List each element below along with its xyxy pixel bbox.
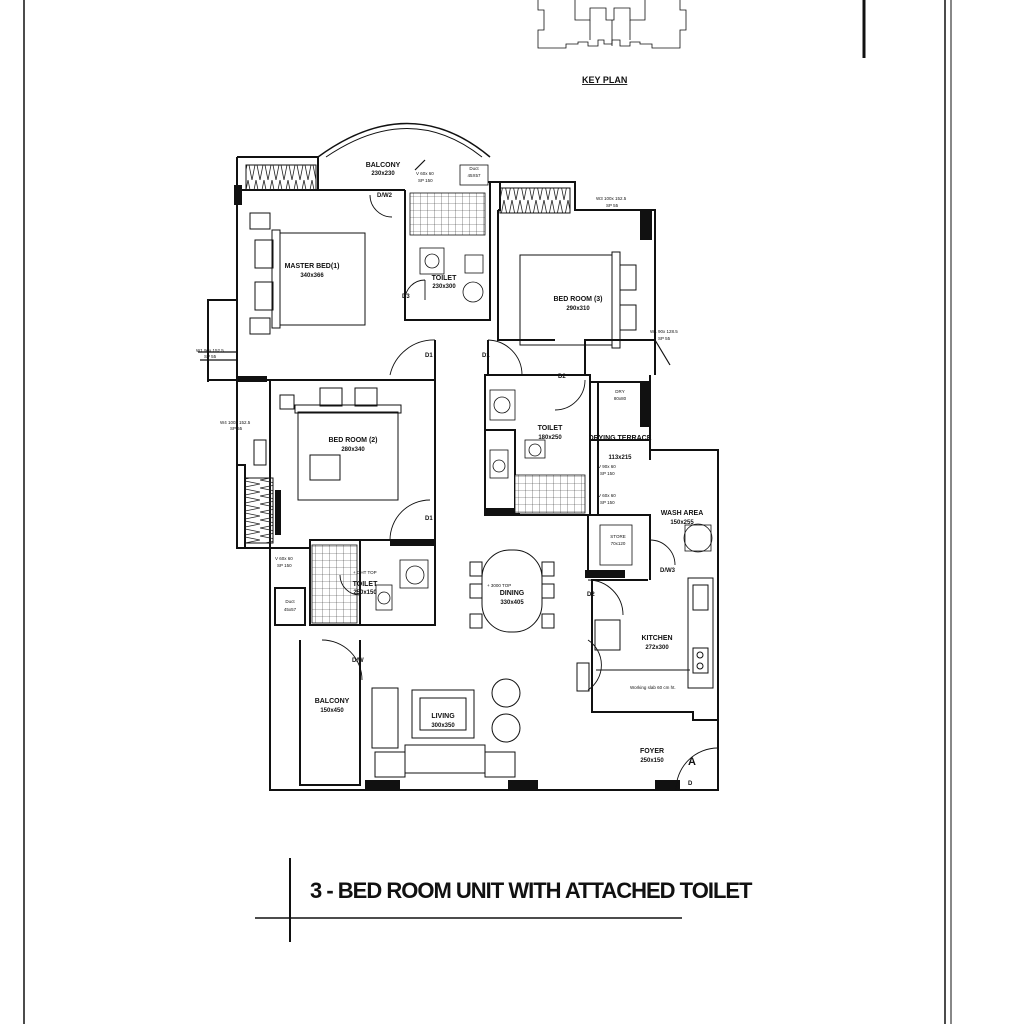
window-w3-top: W3 100x 152.5 xyxy=(596,196,627,201)
window-v-terrace-sill: SP 150 xyxy=(600,471,615,476)
kitchen-size: 272x300 xyxy=(645,645,669,651)
duct-left-label: Duct xyxy=(285,599,295,604)
master-bed-label: MASTER BED(1) xyxy=(285,263,340,270)
foyer-size: 250x150 xyxy=(640,758,664,764)
duct-top-size: 45X57 xyxy=(467,173,481,178)
floor-plan xyxy=(198,122,719,791)
window-w1-left-sill: SP 55 xyxy=(204,354,217,359)
duct-top-label: Duct xyxy=(469,166,479,171)
note-ot-a: + OHT TOP xyxy=(353,570,377,575)
bed-room-2-size: 280x340 xyxy=(341,447,365,453)
dry-size: 80x80 xyxy=(614,396,627,401)
toilet-common-size: 250x150 xyxy=(353,590,377,596)
store-size: 70x120 xyxy=(611,541,626,546)
window-v-top: V 60x 60 xyxy=(416,171,434,176)
door-main: D xyxy=(688,781,693,787)
room-labels: BALCONY 230x230 Duct 45X57 MASTER BED(1)… xyxy=(284,162,703,764)
balcony-left-label: BALCONY xyxy=(315,698,350,705)
window-w1-right-sill: SP 55 xyxy=(658,336,671,341)
window-v-common: V 60x 60 xyxy=(275,556,293,561)
living-label: LIVING xyxy=(431,713,455,720)
door-dw-b: D/W xyxy=(352,658,364,664)
door-d1-a: D1 xyxy=(425,353,433,359)
beds xyxy=(249,212,637,501)
door-d2-b: D2 xyxy=(587,592,595,598)
window-w4-left: W4 100x 152.5 xyxy=(220,420,251,425)
wardrobe-master xyxy=(245,164,317,191)
wash-area-size: 150x255 xyxy=(670,520,694,526)
toilet-common-label: TOILET xyxy=(353,581,378,588)
bed-room-3-size: 290x310 xyxy=(566,306,590,312)
window-v-common-sill: SP 150 xyxy=(277,563,292,568)
drying-terrace-size: 113x215 xyxy=(608,455,632,461)
door-dw-c: D/W3 xyxy=(660,568,676,574)
toilet-mid-size: 180x250 xyxy=(538,435,562,441)
drawing-title: 3 - BED ROOM UNIT WITH ATTACHED TOILET xyxy=(310,878,753,903)
toilet-master-label: TOILET xyxy=(432,275,457,282)
duct-left-size: 45x57 xyxy=(284,607,297,612)
drying-terrace-label: DRYING TERRACE xyxy=(589,435,652,442)
door-d3: D3 xyxy=(402,294,410,300)
toilet-mid-label: TOILET xyxy=(538,425,563,432)
balcony-left-size: 150x450 xyxy=(320,708,344,714)
door-dw-a: D/W2 xyxy=(377,193,393,199)
columns xyxy=(234,185,680,789)
window-marks xyxy=(198,159,671,366)
window-w4-left-sill: SP 55 xyxy=(230,426,243,431)
window-w1-right: W1 90x 128.5 xyxy=(650,329,678,334)
note-ot-b: + 3000 TOP xyxy=(487,583,511,588)
window-w1-left: W1 90x 152.5 xyxy=(196,348,224,353)
balcony-top-label: BALCONY xyxy=(366,162,401,169)
living-size: 300x350 xyxy=(431,723,455,729)
balcony-top-size: 230x230 xyxy=(371,171,395,177)
toilet-fixtures xyxy=(375,247,713,611)
wardrobe-bed2 xyxy=(244,477,274,544)
door-d2-a: D2 xyxy=(558,374,566,380)
living-furniture xyxy=(371,662,590,778)
bed-room-3-label: BED ROOM (3) xyxy=(554,296,603,303)
kitchen-label: KITCHEN xyxy=(641,635,672,642)
foyer-label: FOYER xyxy=(640,748,664,755)
window-v-top-sill: SP 150 xyxy=(418,178,433,183)
master-bed-size: 340x366 xyxy=(300,273,324,279)
store-label: STORE xyxy=(610,534,625,539)
window-v-terrace: V 90x 60 xyxy=(598,464,616,469)
dry-label: DRY xyxy=(615,389,624,394)
door-d1-c: D1 xyxy=(425,516,433,522)
title-block: 3 - BED ROOM UNIT WITH ATTACHED TOILET xyxy=(255,858,754,942)
section-marker: A xyxy=(688,756,696,768)
key-plan-label: KEY PLAN xyxy=(582,75,627,85)
dining-size: 330x405 xyxy=(500,600,524,606)
dining-table xyxy=(469,549,555,633)
kitchen-counters xyxy=(594,577,714,689)
door-d1-b: D1 xyxy=(482,353,490,359)
toilet-master-size: 230x300 xyxy=(432,284,456,290)
wash-area-label: WASH AREA xyxy=(661,510,704,517)
note-worktop: Working slab 60 cm ht. xyxy=(630,685,676,690)
window-w3-top-sill: SP 55 xyxy=(606,203,619,208)
tiled-floors xyxy=(311,164,586,624)
key-plan: KEY PLAN xyxy=(537,0,687,85)
window-v-wash-sill: SP 150 xyxy=(600,500,615,505)
door-labels: D1 D1 D1 D2 D2 D3 D/W2 D/W D/W3 D A xyxy=(352,193,696,787)
notes: + OHT TOP + 3000 TOP Working slab 60 cm … xyxy=(353,570,676,690)
dining-label: DINING xyxy=(500,590,525,597)
sheet-frame xyxy=(23,0,952,1024)
window-labels: W1 90x 152.5 SP 55 W4 100x 152.5 SP 55 W… xyxy=(196,171,678,568)
walls xyxy=(207,122,719,791)
wardrobe-bed3 xyxy=(499,187,571,214)
bed-room-2-label: BED ROOM (2) xyxy=(329,437,378,444)
window-v-wash: V 60x 60 xyxy=(598,493,616,498)
door-swings xyxy=(321,194,719,791)
